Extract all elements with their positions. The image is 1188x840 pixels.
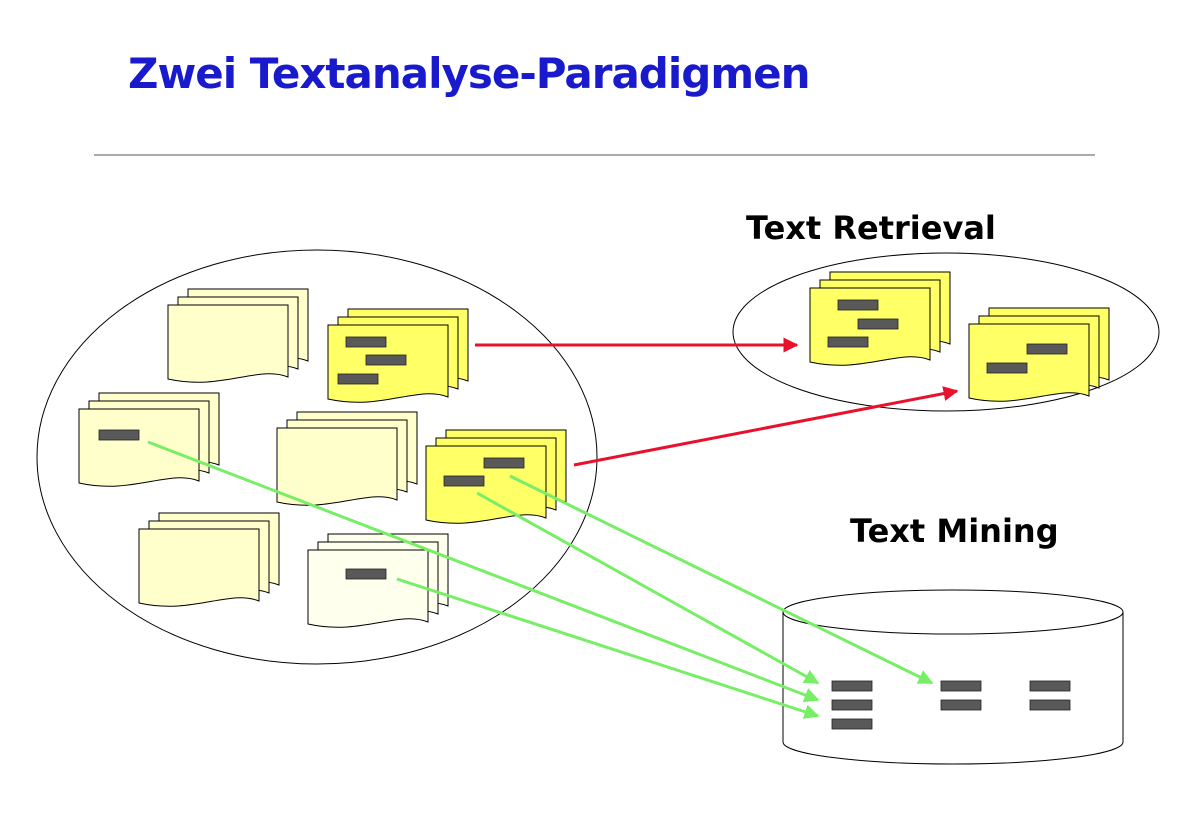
document-page — [276, 427, 398, 506]
mining-arrow — [476, 491, 820, 685]
document-stack-icon — [276, 411, 418, 506]
document-stack-icon — [138, 512, 280, 607]
document-stack-icon — [968, 307, 1110, 402]
term-bar-icon — [345, 568, 387, 580]
term-bar-icon — [986, 362, 1028, 374]
term-bar-icon — [831, 680, 873, 692]
document-page — [138, 528, 260, 607]
term-bar-icon — [483, 457, 525, 469]
term-bar-icon — [831, 699, 873, 711]
document-collection — [36, 249, 598, 665]
term-bar-icon — [827, 336, 869, 348]
document-page — [968, 323, 1090, 402]
mining-arrow — [396, 577, 820, 719]
text-retrieval-label: Text Retrieval — [746, 209, 996, 247]
document-stack-icon — [425, 429, 567, 524]
text-mining-label: Text Mining — [850, 512, 1059, 550]
term-bar-icon — [831, 718, 873, 730]
document-stack-icon — [809, 271, 951, 366]
document-stack-icon — [78, 392, 220, 487]
retrieval-result-set — [732, 252, 1160, 412]
term-bar-icon — [98, 429, 140, 441]
term-bar-icon — [345, 336, 387, 348]
mining-arrow — [147, 440, 820, 703]
page-title: Zwei Textanalyse-Paradigmen — [128, 49, 809, 98]
term-bar-icon — [837, 299, 879, 311]
term-bar-icon — [443, 475, 485, 487]
term-bar-icon — [1029, 699, 1071, 711]
term-bar-icon — [1026, 343, 1068, 355]
mining-arrow — [509, 474, 934, 685]
term-bar-icon — [857, 318, 899, 330]
document-page — [78, 408, 200, 487]
term-bar-icon — [365, 354, 407, 366]
document-page — [307, 549, 429, 628]
retrieval-arrow — [573, 386, 959, 467]
cylinder-database-icon — [782, 589, 1124, 765]
document-stack-icon — [327, 308, 469, 403]
database-terms — [831, 680, 1071, 730]
term-bar-icon — [940, 699, 982, 711]
term-bar-icon — [337, 373, 379, 385]
term-bar-icon — [940, 680, 982, 692]
document-stack-icon — [307, 533, 449, 628]
document-page — [167, 304, 289, 383]
document-stack-icon — [167, 288, 309, 383]
term-bar-icon — [1029, 680, 1071, 692]
